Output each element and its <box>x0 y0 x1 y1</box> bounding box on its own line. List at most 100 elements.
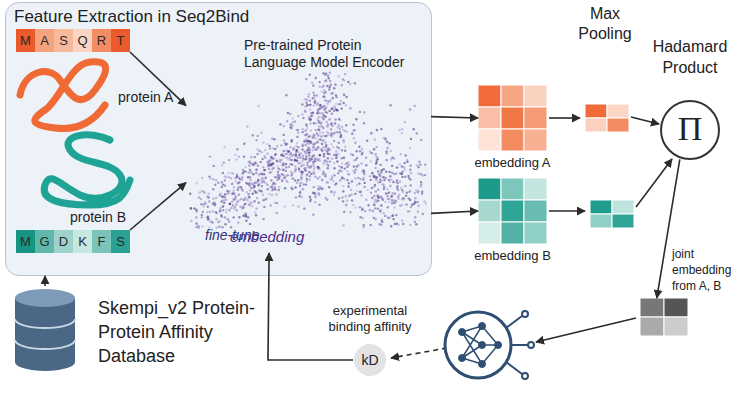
embedding-point <box>318 129 320 131</box>
embedding-point <box>303 141 305 143</box>
embedding-point <box>385 152 387 154</box>
matrix-cell <box>501 129 524 151</box>
embedding-point <box>388 217 390 219</box>
embedding-point <box>267 160 269 162</box>
embedding-point <box>312 111 314 113</box>
embedding-point <box>394 193 396 195</box>
embedding-point <box>299 185 301 187</box>
embedding-point <box>262 199 264 201</box>
embedding-point <box>276 212 278 214</box>
embedding-point <box>380 176 382 178</box>
embedding-point <box>303 167 305 169</box>
embedding-point <box>296 129 298 131</box>
embedding-point <box>379 178 381 180</box>
embedding-point <box>384 137 386 139</box>
embedding-point <box>301 103 303 105</box>
embedding-point <box>279 159 281 161</box>
embedding-point <box>232 198 234 200</box>
matrix-cell <box>524 85 547 107</box>
embedding-point <box>340 134 342 136</box>
embedding-point <box>290 187 292 189</box>
embedding-point <box>318 194 320 196</box>
embedding-point <box>229 203 231 205</box>
net-links <box>462 326 498 364</box>
embedding-point <box>301 174 303 176</box>
embedding-point <box>316 94 318 96</box>
embedding-point <box>253 182 255 184</box>
embedding-point <box>373 204 375 206</box>
embedding-point <box>253 186 255 188</box>
residue-letter: A <box>35 29 54 52</box>
embedding-point <box>252 173 254 175</box>
embedding-point <box>304 110 306 112</box>
db-body <box>15 298 75 362</box>
embedding-point <box>344 73 346 75</box>
embedding-point <box>380 171 382 173</box>
embedding-point <box>273 157 275 159</box>
embedding-point <box>204 203 206 205</box>
embedding-point <box>302 155 304 157</box>
embedding-point <box>258 174 260 176</box>
embedding-point <box>286 120 288 122</box>
embedding-point <box>326 125 328 127</box>
embedding-point <box>258 202 260 204</box>
net-pin <box>522 311 528 317</box>
embedding-point <box>289 146 291 148</box>
embedding-point <box>378 173 380 175</box>
embedding-point <box>221 226 223 228</box>
embedding-point <box>373 148 375 150</box>
embedding-point <box>331 158 333 160</box>
embedding-point <box>245 215 247 217</box>
embedding-point <box>264 157 266 159</box>
embedding-point <box>404 176 406 178</box>
embedding-point <box>231 201 233 203</box>
embedding-point <box>333 140 335 142</box>
embedding-point <box>288 150 290 152</box>
embedding-point <box>283 134 285 136</box>
embedding-point <box>247 183 249 185</box>
embedding-point <box>317 108 319 110</box>
embedding-point <box>323 96 325 98</box>
embedding-point <box>399 205 401 207</box>
embedding-point <box>333 194 335 196</box>
embedding-point <box>381 219 383 221</box>
embedding-point <box>281 173 283 175</box>
embedding-point <box>330 99 332 101</box>
embedding-point <box>325 197 327 199</box>
embedding-point <box>254 161 256 163</box>
embedding-point <box>348 182 350 184</box>
embedding-point <box>392 181 394 183</box>
net-unit <box>459 329 466 336</box>
embedding-point <box>313 168 315 170</box>
embedding-point <box>310 112 312 114</box>
embedding-point <box>421 193 423 195</box>
embedding-point <box>288 166 290 168</box>
embedding-point <box>420 181 422 183</box>
embedding-point <box>316 148 318 150</box>
embedding-point <box>202 205 204 207</box>
embedding-point <box>253 184 255 186</box>
embedding-point <box>377 181 379 183</box>
embedding-point <box>236 209 238 211</box>
embedding-point <box>319 138 321 140</box>
embedding-point <box>313 192 315 194</box>
embedding-point <box>306 164 308 166</box>
embedding-point <box>416 132 418 134</box>
embedding-point <box>257 179 259 181</box>
embedding-point <box>221 200 223 202</box>
embedding-point <box>330 92 332 94</box>
embedding-point <box>294 159 296 161</box>
embedding-point <box>234 194 236 196</box>
embedding-point <box>424 174 426 176</box>
embedding-point <box>354 177 356 179</box>
embedding-point <box>329 100 331 102</box>
embedding-point <box>406 159 408 161</box>
embedding-point <box>397 224 399 226</box>
embedding-point <box>336 146 338 148</box>
embedding-point <box>338 118 340 120</box>
embedding-point <box>386 147 388 149</box>
embedding-point <box>327 100 329 102</box>
embedding-point <box>305 105 307 107</box>
embedding-point <box>199 191 201 193</box>
connector <box>431 117 478 118</box>
